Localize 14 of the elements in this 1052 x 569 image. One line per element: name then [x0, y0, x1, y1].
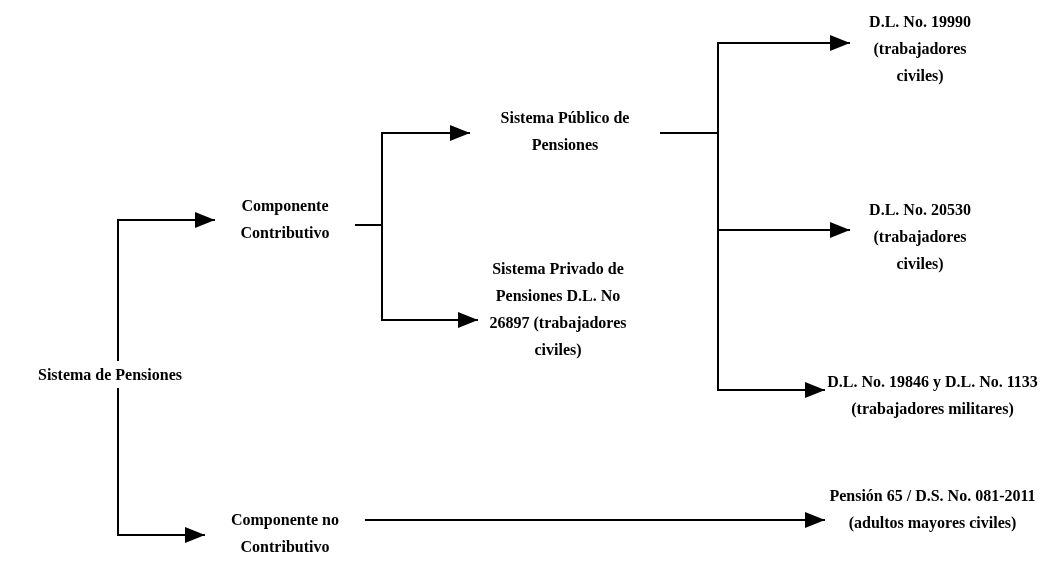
arrow — [354, 224, 479, 328]
node-label: Sistema Público de Pensiones — [470, 104, 660, 158]
node-label: Componente no Contributivo — [205, 506, 365, 560]
arrow — [364, 512, 826, 528]
node-label: D.L. No. 19990 (trabajadores civiles) — [850, 8, 990, 89]
node-label: D.L. No. 20530 (trabajadores civiles) — [850, 196, 990, 277]
node-label: Sistema Privado de Pensiones D.L. No 26897 (trabajadores civiles) — [478, 255, 638, 363]
node-label: Sistema de Pensiones — [10, 361, 210, 388]
node-label: Componente Contributivo — [215, 192, 355, 246]
node-label: D.L. No. 19846 y D.L. No. 1133 (trabajadores militares) — [825, 368, 1040, 422]
arrow — [117, 212, 216, 362]
arrow — [659, 132, 826, 398]
node-label: Pensión 65 / D.S. No. 081-2011 (adultos mayores civiles) — [825, 482, 1040, 536]
arrow — [117, 387, 206, 543]
